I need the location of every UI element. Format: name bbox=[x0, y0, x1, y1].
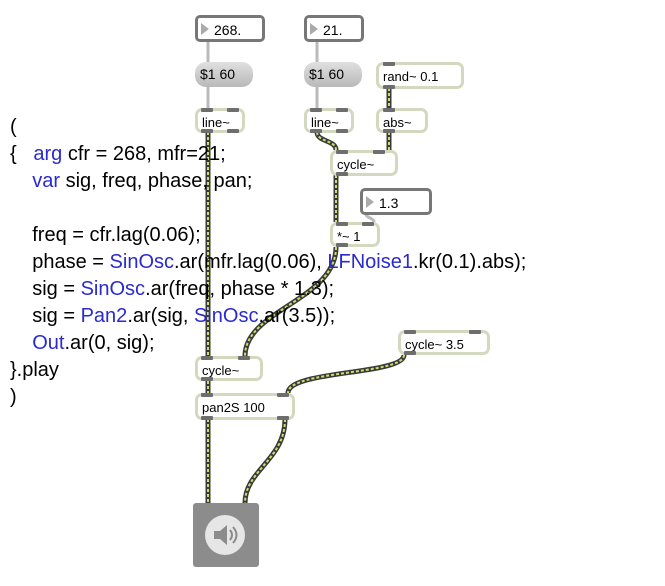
object-label: *~ 1 bbox=[337, 229, 361, 244]
object-label: cycle~ 3.5 bbox=[405, 337, 464, 352]
number-box-mfr[interactable]: 21. bbox=[304, 15, 364, 42]
speaker-icon bbox=[214, 525, 238, 545]
object-pan2s[interactable]: pan2S 100 bbox=[195, 393, 295, 420]
object-cycle-main[interactable]: cycle~ bbox=[195, 356, 263, 381]
triangle-icon bbox=[310, 23, 318, 35]
ezdac-button[interactable] bbox=[193, 503, 259, 567]
object-cycle-phase[interactable]: cycle~ bbox=[330, 150, 398, 176]
message-mfr[interactable]: $1 60 bbox=[304, 62, 362, 87]
object-rand[interactable]: rand~ 0.1 bbox=[376, 62, 464, 89]
number-value: 1.3 bbox=[379, 195, 399, 211]
number-box-mult[interactable]: 1.3 bbox=[360, 188, 432, 215]
code-overlay: ( { arg cfr = 268, mfr=21; var sig, freq… bbox=[10, 116, 527, 408]
object-label: line~ bbox=[202, 115, 230, 130]
object-label: cycle~ bbox=[337, 157, 375, 172]
object-line-mfr[interactable]: line~ bbox=[304, 108, 354, 133]
object-label: line~ bbox=[311, 115, 339, 130]
number-box-cfr[interactable]: 268. bbox=[195, 15, 265, 42]
triangle-icon bbox=[366, 196, 374, 208]
object-label: cycle~ bbox=[202, 363, 240, 378]
number-value: 268. bbox=[214, 22, 242, 38]
number-value: 21. bbox=[323, 22, 343, 38]
message-cfr[interactable]: $1 60 bbox=[195, 62, 253, 87]
object-abs[interactable]: abs~ bbox=[376, 108, 428, 133]
object-cycle-pan[interactable]: cycle~ 3.5 bbox=[398, 330, 490, 355]
object-label: abs~ bbox=[383, 115, 412, 130]
object-label: pan2S 100 bbox=[202, 400, 265, 415]
object-multiply[interactable]: *~ 1 bbox=[330, 222, 380, 247]
triangle-icon bbox=[201, 23, 209, 35]
object-label: rand~ 0.1 bbox=[383, 69, 439, 84]
object-line-cfr[interactable]: line~ bbox=[195, 108, 245, 133]
